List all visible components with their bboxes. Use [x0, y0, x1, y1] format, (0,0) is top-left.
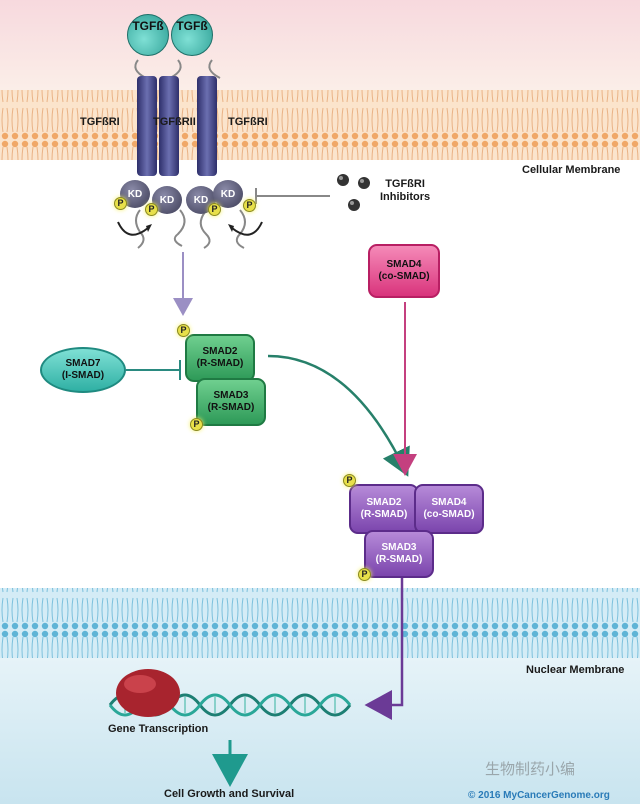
phosphate-marker: P — [177, 324, 190, 337]
complex-smad3-box: SMAD3 (R-SMAD) — [364, 530, 434, 578]
receptor-label-left: TGFßRI — [80, 116, 120, 128]
tgfb-ligand: TGFß — [127, 14, 169, 56]
cellular-membrane-label: Cellular Membrane — [522, 164, 621, 176]
smad3-name: SMAD3 — [213, 390, 249, 401]
smad3-type: (R-SMAD) — [207, 402, 255, 413]
watermark-text: 生物制药小编 — [485, 761, 576, 778]
copyright-text: © 2016 MyCancerGenome.org — [468, 790, 610, 801]
receptor-label-right: TGFßRI — [228, 116, 268, 128]
complex-smad4-name: SMAD4 — [431, 497, 467, 508]
complex-smad4-type: (co-SMAD) — [423, 509, 475, 520]
outcome-label: Cell Growth and Survival — [164, 788, 295, 800]
complex-smad2-box: SMAD2 (R-SMAD) — [349, 484, 419, 534]
complex-smad2-type: (R-SMAD) — [360, 509, 408, 520]
phosphate-marker: P — [243, 199, 256, 212]
complex-smad3-type: (R-SMAD) — [375, 554, 423, 565]
smad7-oval: SMAD7 (I-SMAD) — [40, 347, 126, 393]
tgfb-ligand: TGFß — [171, 14, 213, 56]
phosphate-marker: P — [145, 203, 158, 216]
phosphate-marker: P — [343, 474, 356, 487]
tgfb-ligand-label: TGFß — [132, 19, 164, 33]
inhibitor-label-line1: TGFßRI — [385, 178, 425, 190]
receptor-label-middle: TGFßRII — [153, 116, 196, 128]
nuclear-membrane-label: Nuclear Membrane — [526, 664, 625, 676]
smad2-name: SMAD2 — [202, 346, 238, 357]
smad2-box: SMAD2 (R-SMAD) — [185, 334, 255, 382]
complex-smad4-box: SMAD4 (co-SMAD) — [414, 484, 484, 534]
phosphate-marker: P — [358, 568, 371, 581]
complex-smad3-name: SMAD3 — [381, 542, 417, 553]
complex-smad2-name: SMAD2 — [366, 497, 402, 508]
inhibitor-label-line2: Inhibitors — [380, 191, 431, 203]
smad7-name: SMAD7 — [65, 358, 101, 369]
inhibitor-label: TGFßRI Inhibitors — [380, 178, 430, 204]
phosphate-marker: P — [114, 197, 127, 210]
smad3-box: SMAD3 (R-SMAD) — [196, 378, 266, 426]
phosphate-marker: P — [208, 203, 221, 216]
smad7-type: (I-SMAD) — [61, 370, 105, 381]
tgfb-ligand-label: TGFß — [176, 19, 208, 33]
gene-transcription-label: Gene Transcription — [108, 723, 209, 735]
smad4-box: SMAD4 (co-SMAD) — [368, 244, 440, 298]
phosphate-marker: P — [190, 418, 203, 431]
smad4-type: (co-SMAD) — [378, 271, 430, 282]
smad4-name: SMAD4 — [386, 259, 422, 270]
smad2-type: (R-SMAD) — [196, 358, 244, 369]
